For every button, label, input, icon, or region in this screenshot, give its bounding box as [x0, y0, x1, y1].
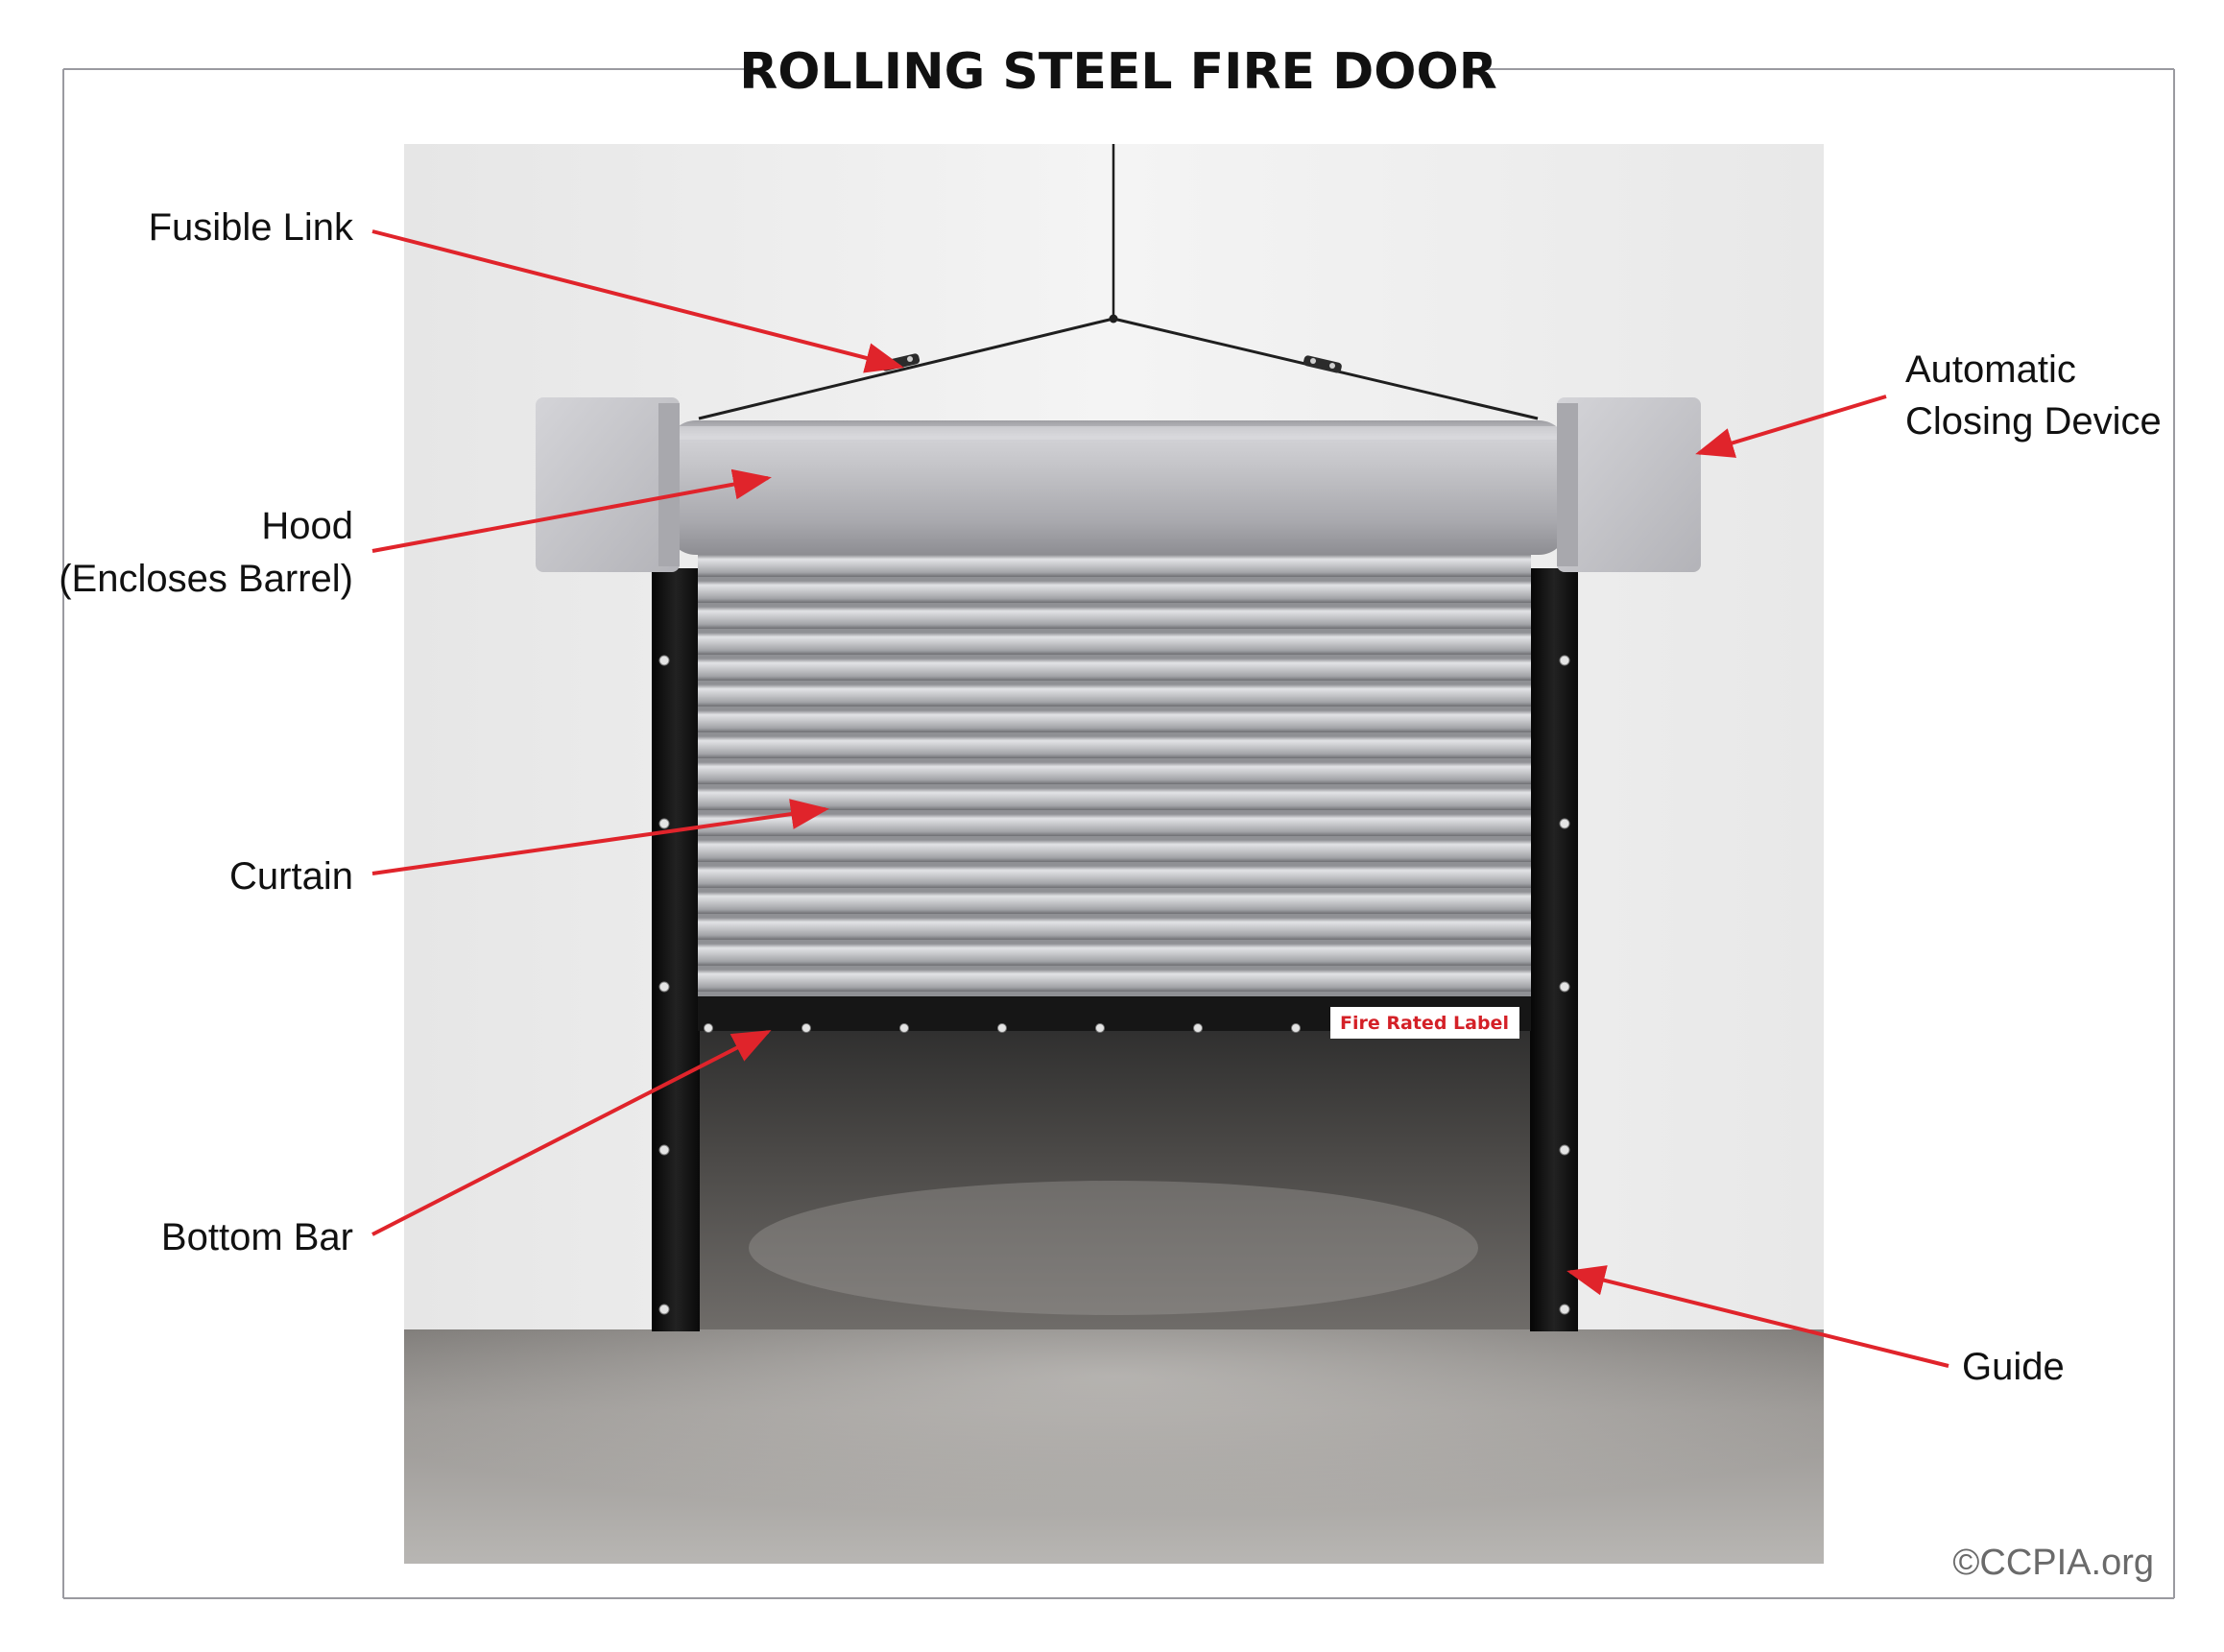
- scene: Fire Rated Label: [404, 144, 1824, 1564]
- label-guide: Guide: [1962, 1346, 2065, 1388]
- credit: ©CCPIA.org: [1952, 1543, 2154, 1583]
- curtain: [698, 551, 1531, 1002]
- label-fusible-link: Fusible Link: [149, 206, 354, 249]
- arrow-bottom-bar: [371, 1030, 772, 1236]
- label-automatic-closing-line1: Automatic: [1905, 348, 2076, 391]
- label-automatic-closing-line2: Closing Device: [1905, 400, 2162, 443]
- arrow-automatic-closing-device: [1695, 395, 1887, 458]
- diagram-title: ROLLING STEEL FIRE DOOR: [739, 43, 1497, 101]
- automatic-closing-device-box: [1557, 397, 1701, 572]
- guide-left: [652, 568, 700, 1331]
- label-hood-line2: (Encloses Barrel): [59, 558, 353, 600]
- callout-arrows: [371, 229, 1949, 1368]
- guide-bolts: [658, 655, 1570, 1315]
- arrow-hood: [371, 468, 772, 553]
- arrow-fusible-link: [371, 229, 904, 373]
- fire-rated-label-plate: Fire Rated Label: [1330, 1007, 1519, 1039]
- outer-frame: [62, 68, 2175, 1599]
- arrow-guide: [1566, 1265, 1949, 1368]
- fire-rated-label-text: Fire Rated Label: [1340, 1013, 1509, 1034]
- doorway-interior: [696, 1003, 1533, 1329]
- guide-right: [1530, 568, 1578, 1331]
- hood: [667, 420, 1567, 555]
- left-end-box: [536, 397, 680, 572]
- label-curtain: Curtain: [229, 855, 353, 898]
- arrow-curtain: [371, 799, 829, 875]
- label-bottom-bar: Bottom Bar: [161, 1216, 353, 1258]
- label-hood-line1: Hood: [261, 505, 353, 547]
